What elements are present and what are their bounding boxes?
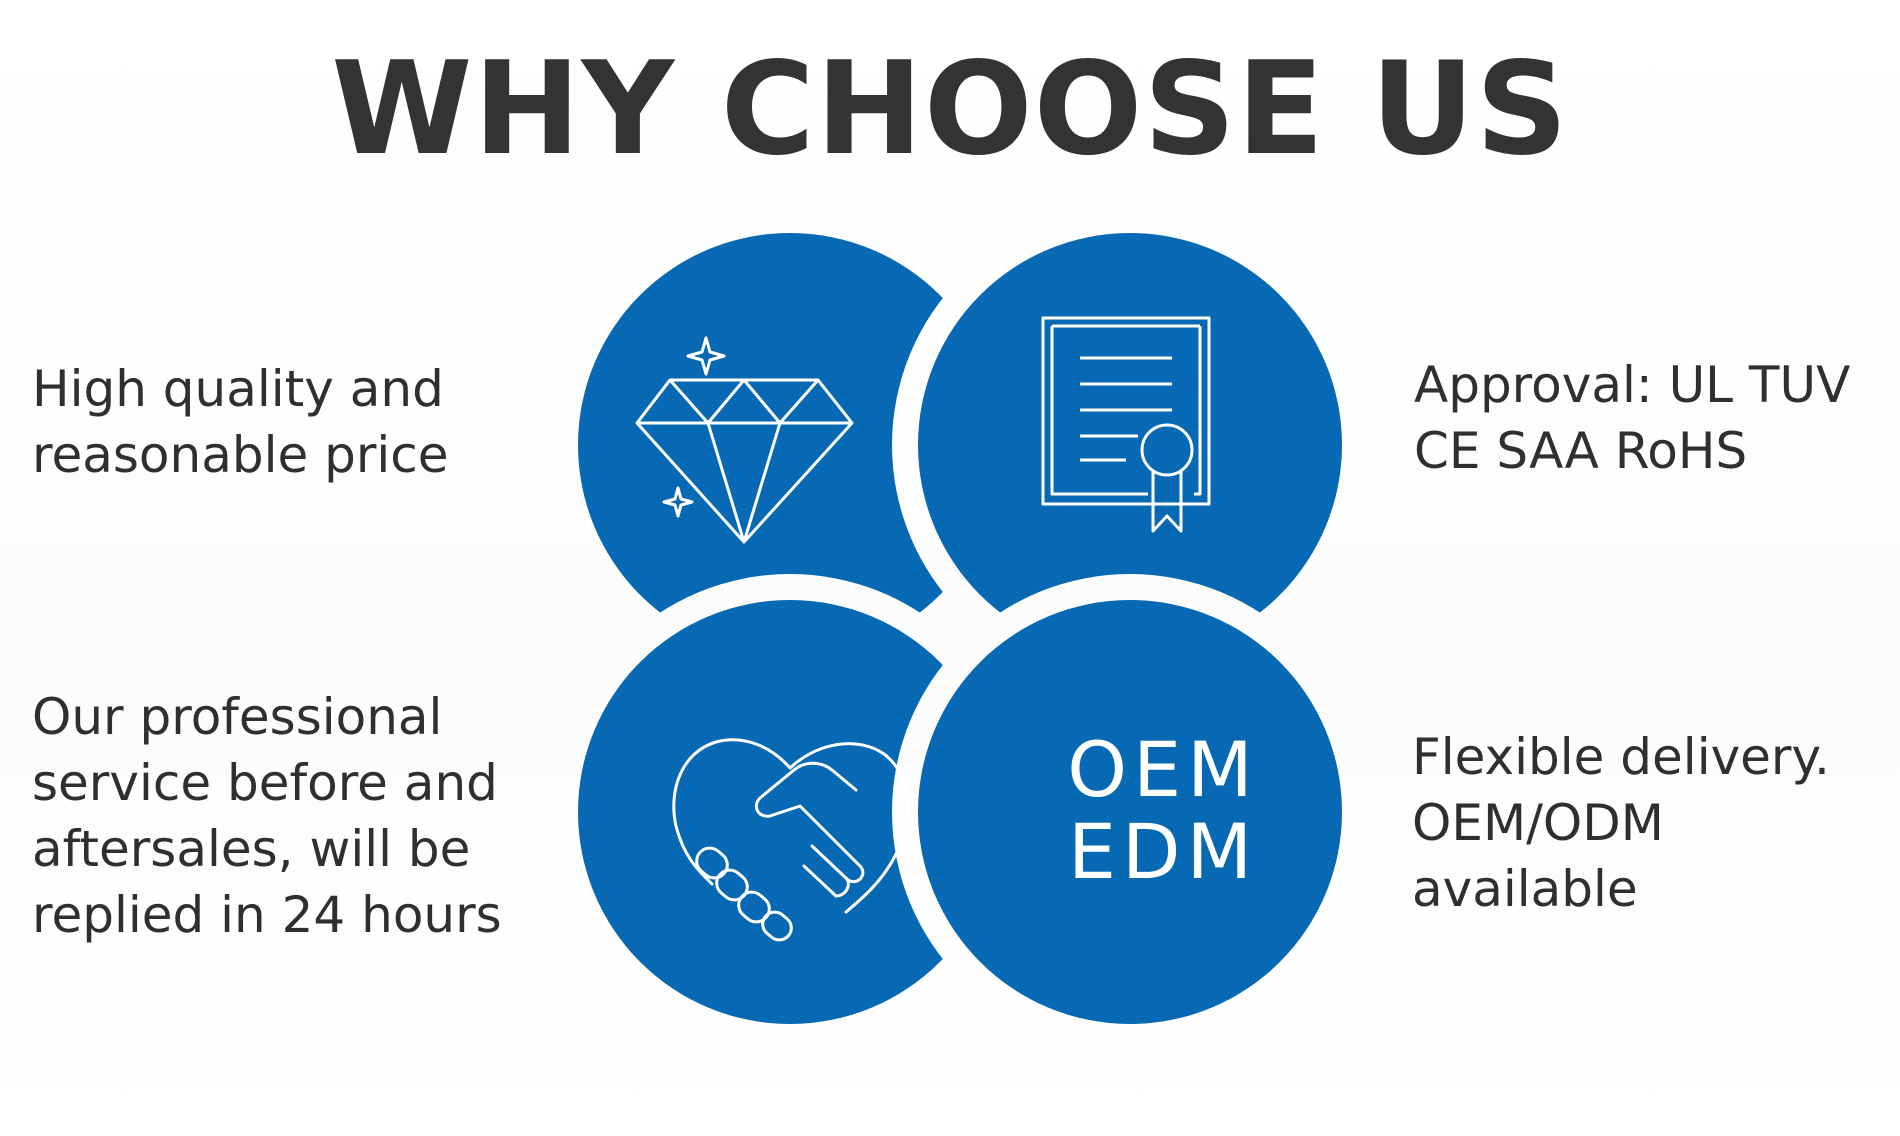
handshake-heart-icon — [672, 738, 910, 942]
feature-service-text: Our professional service before and afte… — [32, 688, 502, 944]
badge-line-edm: EDM — [1068, 807, 1258, 896]
circle-bottom-right — [918, 600, 1342, 1024]
feature-quality-text: High quality and reasonable price — [32, 360, 449, 484]
circle-top-right — [918, 233, 1342, 657]
page-title: WHY CHOOSE US — [331, 35, 1569, 184]
feature-approval-text: Approval: UL TUV CE SAA RoHS — [1414, 356, 1851, 480]
feature-delivery-text: Flexible delivery. OEM/ODM available — [1412, 728, 1830, 918]
certificate-icon — [1041, 316, 1211, 533]
circle-top-left — [578, 233, 1002, 657]
badge-line-oem: OEM — [1067, 725, 1258, 814]
diamond-icon — [635, 336, 854, 544]
circle-bottom-left — [578, 600, 1002, 1024]
